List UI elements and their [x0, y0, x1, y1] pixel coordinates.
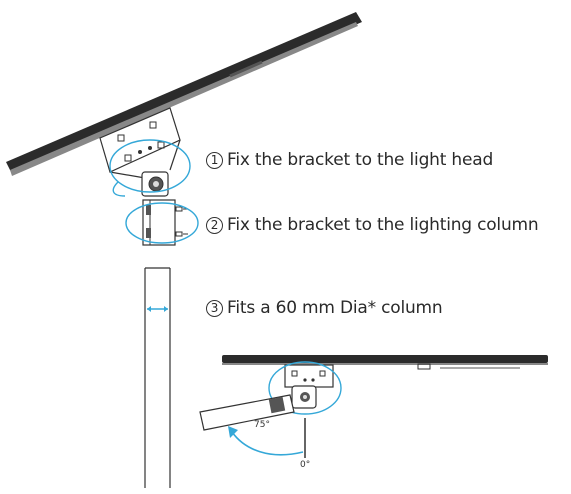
column-bracket: [142, 199, 188, 246]
tilt-bracket: [291, 385, 317, 409]
step-3: 3 Fits a 60 mm Dia* column: [206, 298, 443, 318]
angle-arc: [231, 431, 304, 456]
angle-0-label: 0°: [300, 460, 311, 470]
highlight-ellipse-2: [125, 202, 199, 244]
lighting-column: [144, 267, 171, 488]
highlight-ellipse-3: [268, 361, 342, 415]
step-3-text: Fits a 60 mm Dia* column: [227, 298, 443, 318]
step-2: 2 Fix the bracket to the lighting column: [206, 215, 539, 235]
step-1-text: Fix the bracket to the light head: [227, 150, 494, 170]
light-head-bottom: [222, 355, 548, 388]
angle-75-label: 75°: [254, 420, 270, 430]
step-1: 1 Fix the bracket to the light head: [206, 150, 493, 170]
highlight-ellipse-1: [109, 139, 191, 193]
step-3-number: 3: [206, 299, 223, 317]
step-2-number: 2: [206, 216, 223, 234]
tilted-arm: [199, 394, 295, 431]
step-1-number: 1: [206, 151, 223, 169]
light-head-top: [6, 12, 362, 176]
head-bracket: [99, 107, 181, 179]
mount-knuckle: [141, 171, 169, 197]
step-2-text: Fix the bracket to the lighting column: [227, 215, 539, 235]
